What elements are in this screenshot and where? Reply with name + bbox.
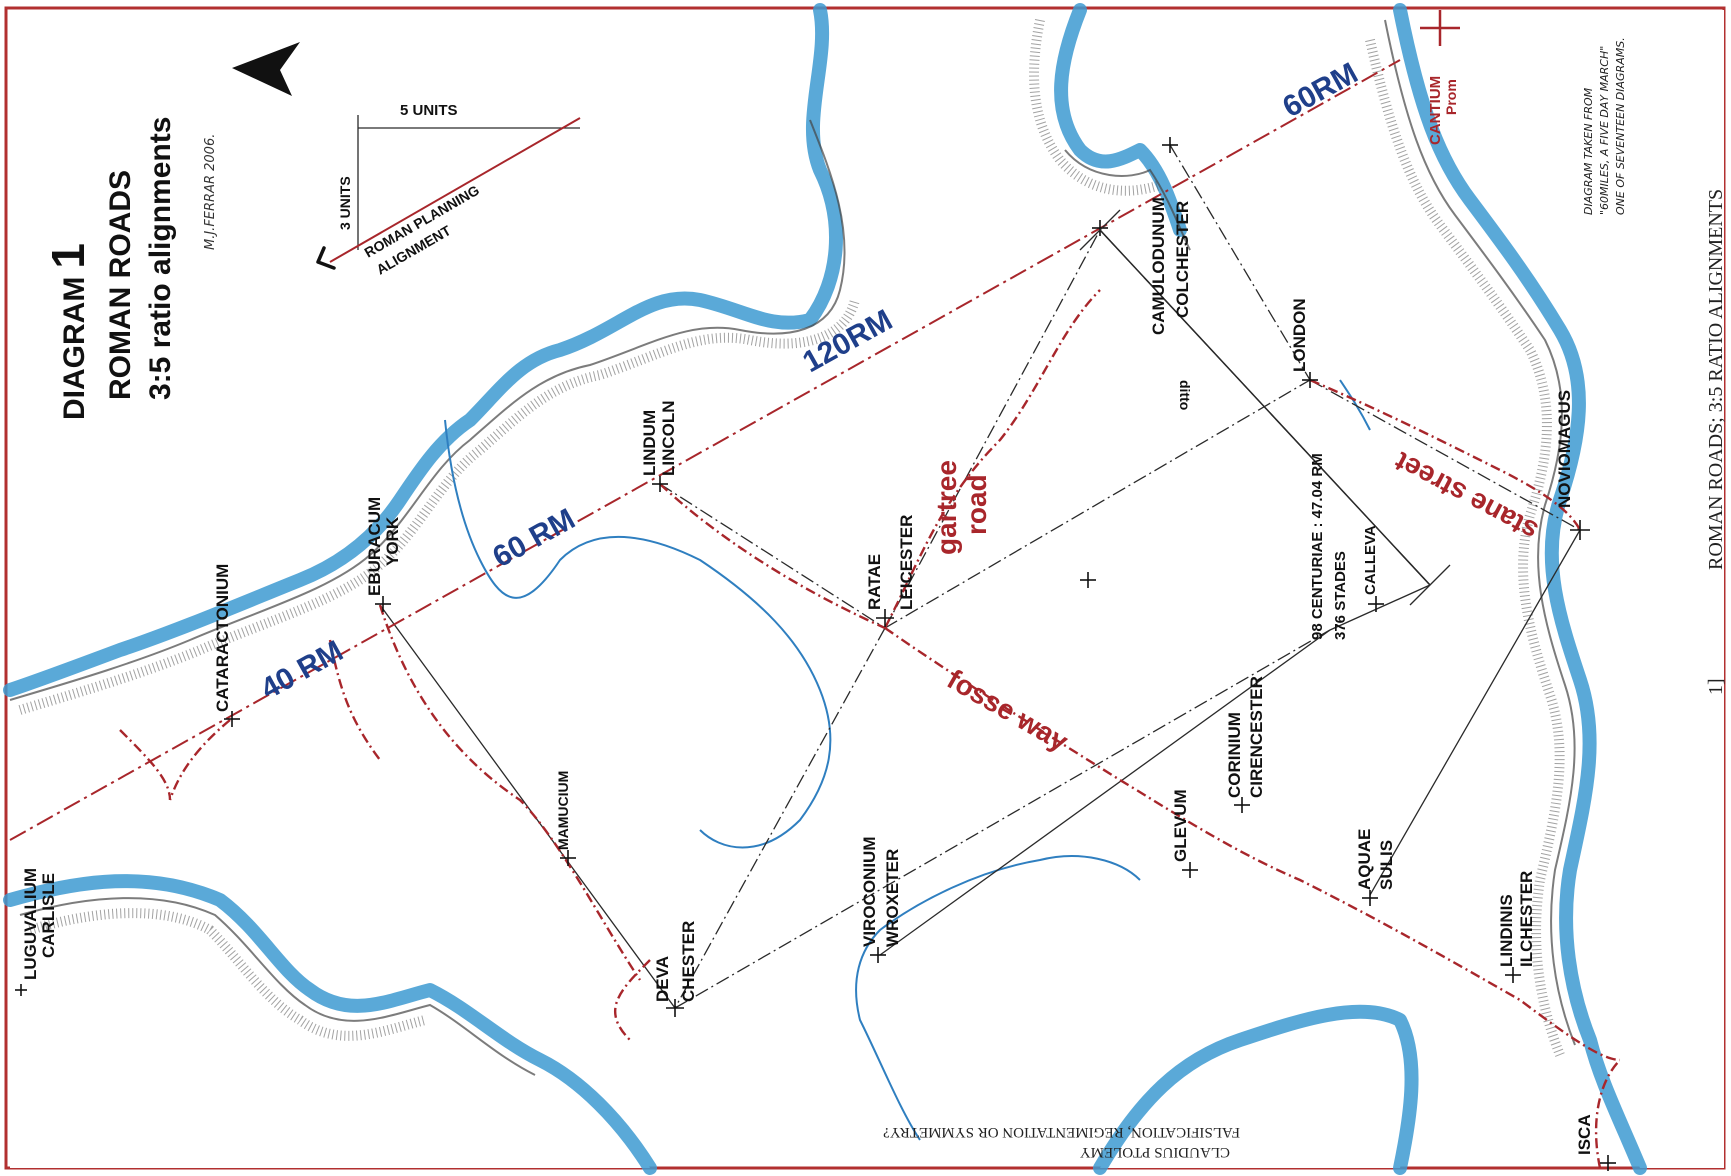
- alignment-arrow-icon: [316, 246, 336, 270]
- label-london: LONDON: [1290, 298, 1309, 372]
- bristol-channel: [1100, 1011, 1412, 1168]
- cross-calleva: [1368, 596, 1384, 612]
- svg-text:DIAGRAM TAKEN FROM: DIAGRAM TAKEN FROM: [1582, 87, 1595, 215]
- fosse-way-road: [884, 627, 1621, 1062]
- label-calleva: CALLEVA: [1362, 525, 1379, 595]
- label-lindinis: LINDINIS: [1497, 894, 1516, 967]
- title-block: DIAGRAM1 ROMAN ROADS 3:5 ratio alignment…: [42, 117, 218, 420]
- title-roman-roads: ROMAN ROADS: [104, 170, 137, 400]
- label-mamucium: MAMUCIUM: [555, 771, 571, 850]
- centuriae-label: 98 CENTURIAE : 47.04 RM: [1309, 453, 1326, 640]
- cross-eburacum: [375, 596, 391, 612]
- isca-road: [1594, 1059, 1621, 1169]
- cross-luguvalium: [15, 984, 27, 996]
- cross-glevum: [1182, 862, 1198, 878]
- label-york: YORK: [383, 516, 402, 566]
- rivers: [444, 379, 1371, 1141]
- north-sea-region: [10, 10, 837, 690]
- label-luguvalium: LUGUVALIUM: [21, 868, 40, 980]
- label-prom: Prom: [1443, 79, 1459, 115]
- label-carlisle: CARLISLE: [39, 873, 58, 958]
- wash-inlet: [774, 10, 1180, 324]
- planning-alignment-main: [9, 59, 1401, 841]
- cross-mamucium: [560, 850, 576, 866]
- page-number: 1]: [1705, 678, 1727, 695]
- label-leicester: LEICESTER: [897, 515, 916, 610]
- label-cataractonium: CATARACTONIUM: [213, 564, 232, 712]
- label-sulis: SULIS: [1377, 840, 1396, 890]
- place-markers: [15, 10, 1616, 1171]
- roman-roads: [119, 289, 1621, 1169]
- measure-labels: 98 CENTURIAE : 47.04 RM 376 STADES ditto: [1177, 380, 1349, 640]
- label-ilchester: ILCHESTER: [1517, 871, 1536, 967]
- cross-cantium: [1420, 10, 1460, 46]
- cataractonium-roads: [119, 639, 381, 801]
- side-caption: ROMAN ROADS; 3:5 RATIO ALIGNMENTS: [1705, 189, 1727, 570]
- cross-aquae: [1362, 890, 1378, 906]
- gartree-label: gartree: [931, 460, 962, 555]
- label-ratae: RATAE: [865, 554, 884, 610]
- cross-deva: [666, 999, 684, 1017]
- scale-5-units: 5 UNITS: [400, 102, 458, 119]
- cross-lindinis: [1505, 967, 1521, 983]
- title-ratio: 3:5 ratio alignments: [144, 117, 177, 400]
- ditto-label: ditto: [1177, 380, 1193, 410]
- stane-street: [1309, 378, 1582, 531]
- svg-text:FALSIFICATION, REGIMENTATION O: FALSIFICATION, REGIMENTATION OR SYMMETRY…: [883, 1124, 1240, 1140]
- label-eburacum: EBURACUM: [365, 497, 384, 596]
- cross-misc-1: [1092, 220, 1108, 236]
- label-colchester: COLCHESTER: [1173, 201, 1192, 318]
- viroconium-road: [613, 959, 651, 1041]
- stades-label: 376 STADES: [1332, 551, 1349, 640]
- measure-bracket: [1079, 209, 1451, 606]
- label-deva: DEVA: [653, 956, 672, 1002]
- cross-noviomagus: [1570, 520, 1590, 540]
- scale-3-units: 3 UNITS: [337, 176, 353, 230]
- dere-street: [378, 604, 641, 981]
- coastline: [3, 3, 1724, 1175]
- gartree-road-label: road: [961, 474, 992, 535]
- cross-london: [1302, 372, 1318, 388]
- cross-centre: [1080, 572, 1096, 588]
- cross-camulodunum: [1162, 137, 1178, 153]
- svg-text:ONE OF SEVENTEEN DIAGRAMS.: ONE OF SEVENTEEN DIAGRAMS.: [1614, 37, 1627, 215]
- label-lincoln: LINCOLN: [659, 400, 678, 476]
- north-arrow-icon: [232, 42, 300, 96]
- coast-blue-east: [1393, 3, 1647, 1175]
- label-chester: CHESTER: [679, 921, 698, 1002]
- svg-text:CLAUDIUS PTOLEMY: CLAUDIUS PTOLEMY: [1080, 1144, 1230, 1160]
- gartree-road: [883, 289, 1101, 629]
- cross-ratae: [876, 609, 894, 627]
- bottom-note: CLAUDIUS PTOLEMY FALSIFICATION, REGIMENT…: [883, 1124, 1240, 1160]
- place-labels: LUGUVALIUM CARLISLE CATARACTONIUM EBURAC…: [21, 76, 1594, 1155]
- svg-text:"60MILES, A FIVE DAY MARCH": "60MILES, A FIVE DAY MARCH": [1598, 46, 1611, 215]
- diagram-title: DIAGRAM1: [42, 243, 94, 420]
- coast-blue-bristol: [1093, 1004, 1419, 1175]
- label-cantium: CANTIUM: [1427, 76, 1444, 145]
- cross-viroconium: [870, 947, 886, 963]
- coast-blue-west: [3, 874, 657, 1175]
- author-signature: M.J.FERRAR 2006.: [203, 134, 218, 250]
- source-note: DIAGRAM TAKEN FROM "60MILES, A FIVE DAY …: [1582, 37, 1627, 215]
- label-corinium: CORINIUM: [1225, 712, 1244, 798]
- cross-corinium: [1234, 797, 1250, 813]
- label-viroconium: VIROCONIUM: [860, 837, 879, 948]
- label-aquae: AQUAE: [1355, 829, 1374, 890]
- label-lindum: LINDUM: [640, 410, 659, 476]
- east-sea-region: [1400, 10, 1724, 1168]
- label-glevum: GLEVUM: [1171, 789, 1190, 862]
- ermine-street: [659, 483, 886, 630]
- cross-lindum: [652, 476, 668, 492]
- coast-blue-north: [3, 3, 843, 697]
- west-sea-region: [10, 881, 650, 1168]
- cross-isca: [1600, 1155, 1616, 1171]
- label-noviomagus: NOVIOMAGUS: [1555, 390, 1574, 508]
- label-isca: ISCA: [1575, 1114, 1594, 1155]
- cross-cataractonium: [224, 711, 240, 727]
- label-wroxeter: WROXETER: [883, 849, 902, 947]
- label-camulodunum: CAMULODUNUM: [1149, 197, 1168, 335]
- coast-blue-wash: [1054, 3, 1187, 237]
- label-cirencester: CIRENCESTER: [1247, 676, 1266, 798]
